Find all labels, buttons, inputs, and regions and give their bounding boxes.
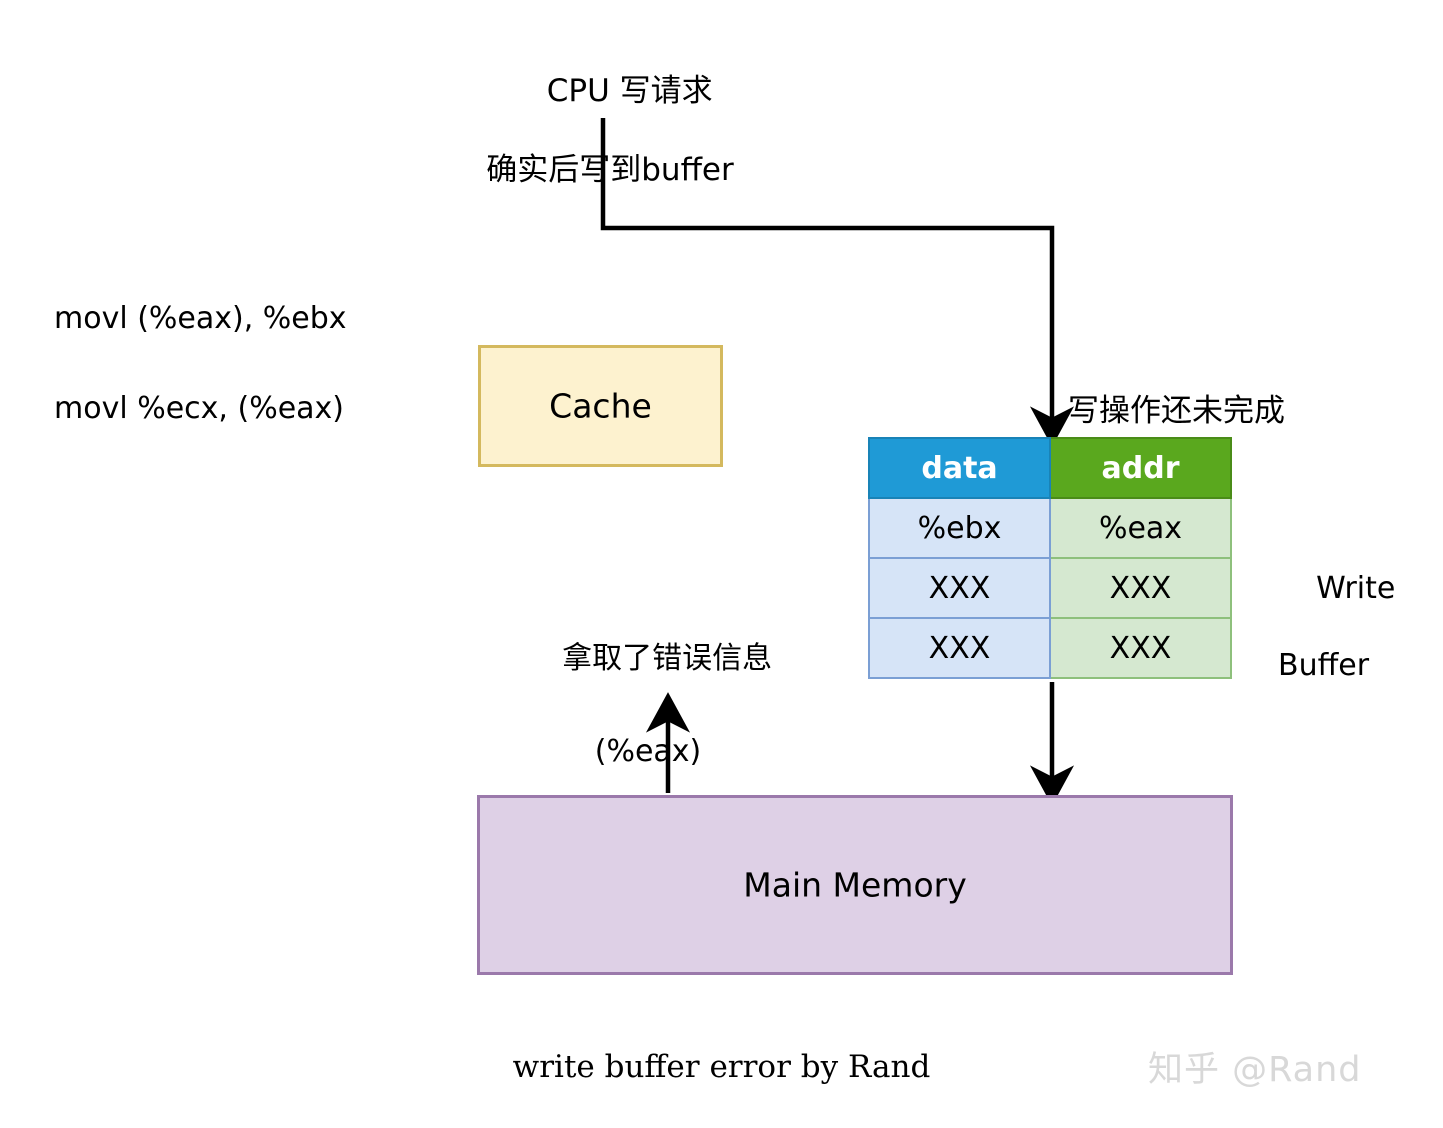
cell-data-2: XXX xyxy=(868,617,1051,679)
cell-addr-1: XXX xyxy=(1049,557,1232,619)
cpu-request-line-1: CPU 写请求 xyxy=(546,72,713,109)
cell-addr-2: XXX xyxy=(1049,617,1232,679)
column-header-addr: addr xyxy=(1049,437,1232,499)
stale-read-note: 拿取了错误信息 (%eax) xyxy=(478,602,818,848)
stale-read-line-1: 拿取了错误信息 xyxy=(562,641,773,677)
cell-data-1: XXX xyxy=(868,557,1051,619)
instruction-load: movl (%eax), %ebx xyxy=(54,301,347,336)
table-header-row: data addr xyxy=(868,437,1232,499)
table-row: %ebx %eax xyxy=(868,497,1232,559)
write-buffer-table: data addr %ebx %eax XXX XXX XXX XXX xyxy=(868,437,1232,679)
table-row: XXX XXX xyxy=(868,557,1232,619)
write-buffer-caption-line-2: Buffer xyxy=(1278,648,1370,684)
cpu-request-line-2: 确实后写到buffer xyxy=(486,152,734,189)
pending-write-label: 写操作还未完成 xyxy=(1068,393,1285,429)
stale-read-line-2: (%eax) xyxy=(594,734,702,770)
cache-box: Cache xyxy=(478,345,723,467)
figure-caption: write buffer error by Rand xyxy=(512,1049,931,1085)
cell-data-0: %ebx xyxy=(868,497,1051,559)
cache-label: Cache xyxy=(549,386,652,426)
main-memory-box: Main Memory xyxy=(477,795,1233,975)
table-row: XXX XXX xyxy=(868,617,1232,679)
cpu-write-request-note: CPU 写请求 确实后写到buffer xyxy=(440,32,780,270)
cell-addr-0: %eax xyxy=(1049,497,1232,559)
watermark: 知乎 @Rand xyxy=(1148,1050,1362,1090)
main-memory-label: Main Memory xyxy=(743,865,967,905)
write-buffer-caption-line-1: Write xyxy=(1316,571,1396,607)
instruction-store: movl %ecx, (%eax) xyxy=(54,391,344,426)
column-header-data: data xyxy=(868,437,1051,499)
write-buffer-caption: Write Buffer xyxy=(1278,532,1395,762)
